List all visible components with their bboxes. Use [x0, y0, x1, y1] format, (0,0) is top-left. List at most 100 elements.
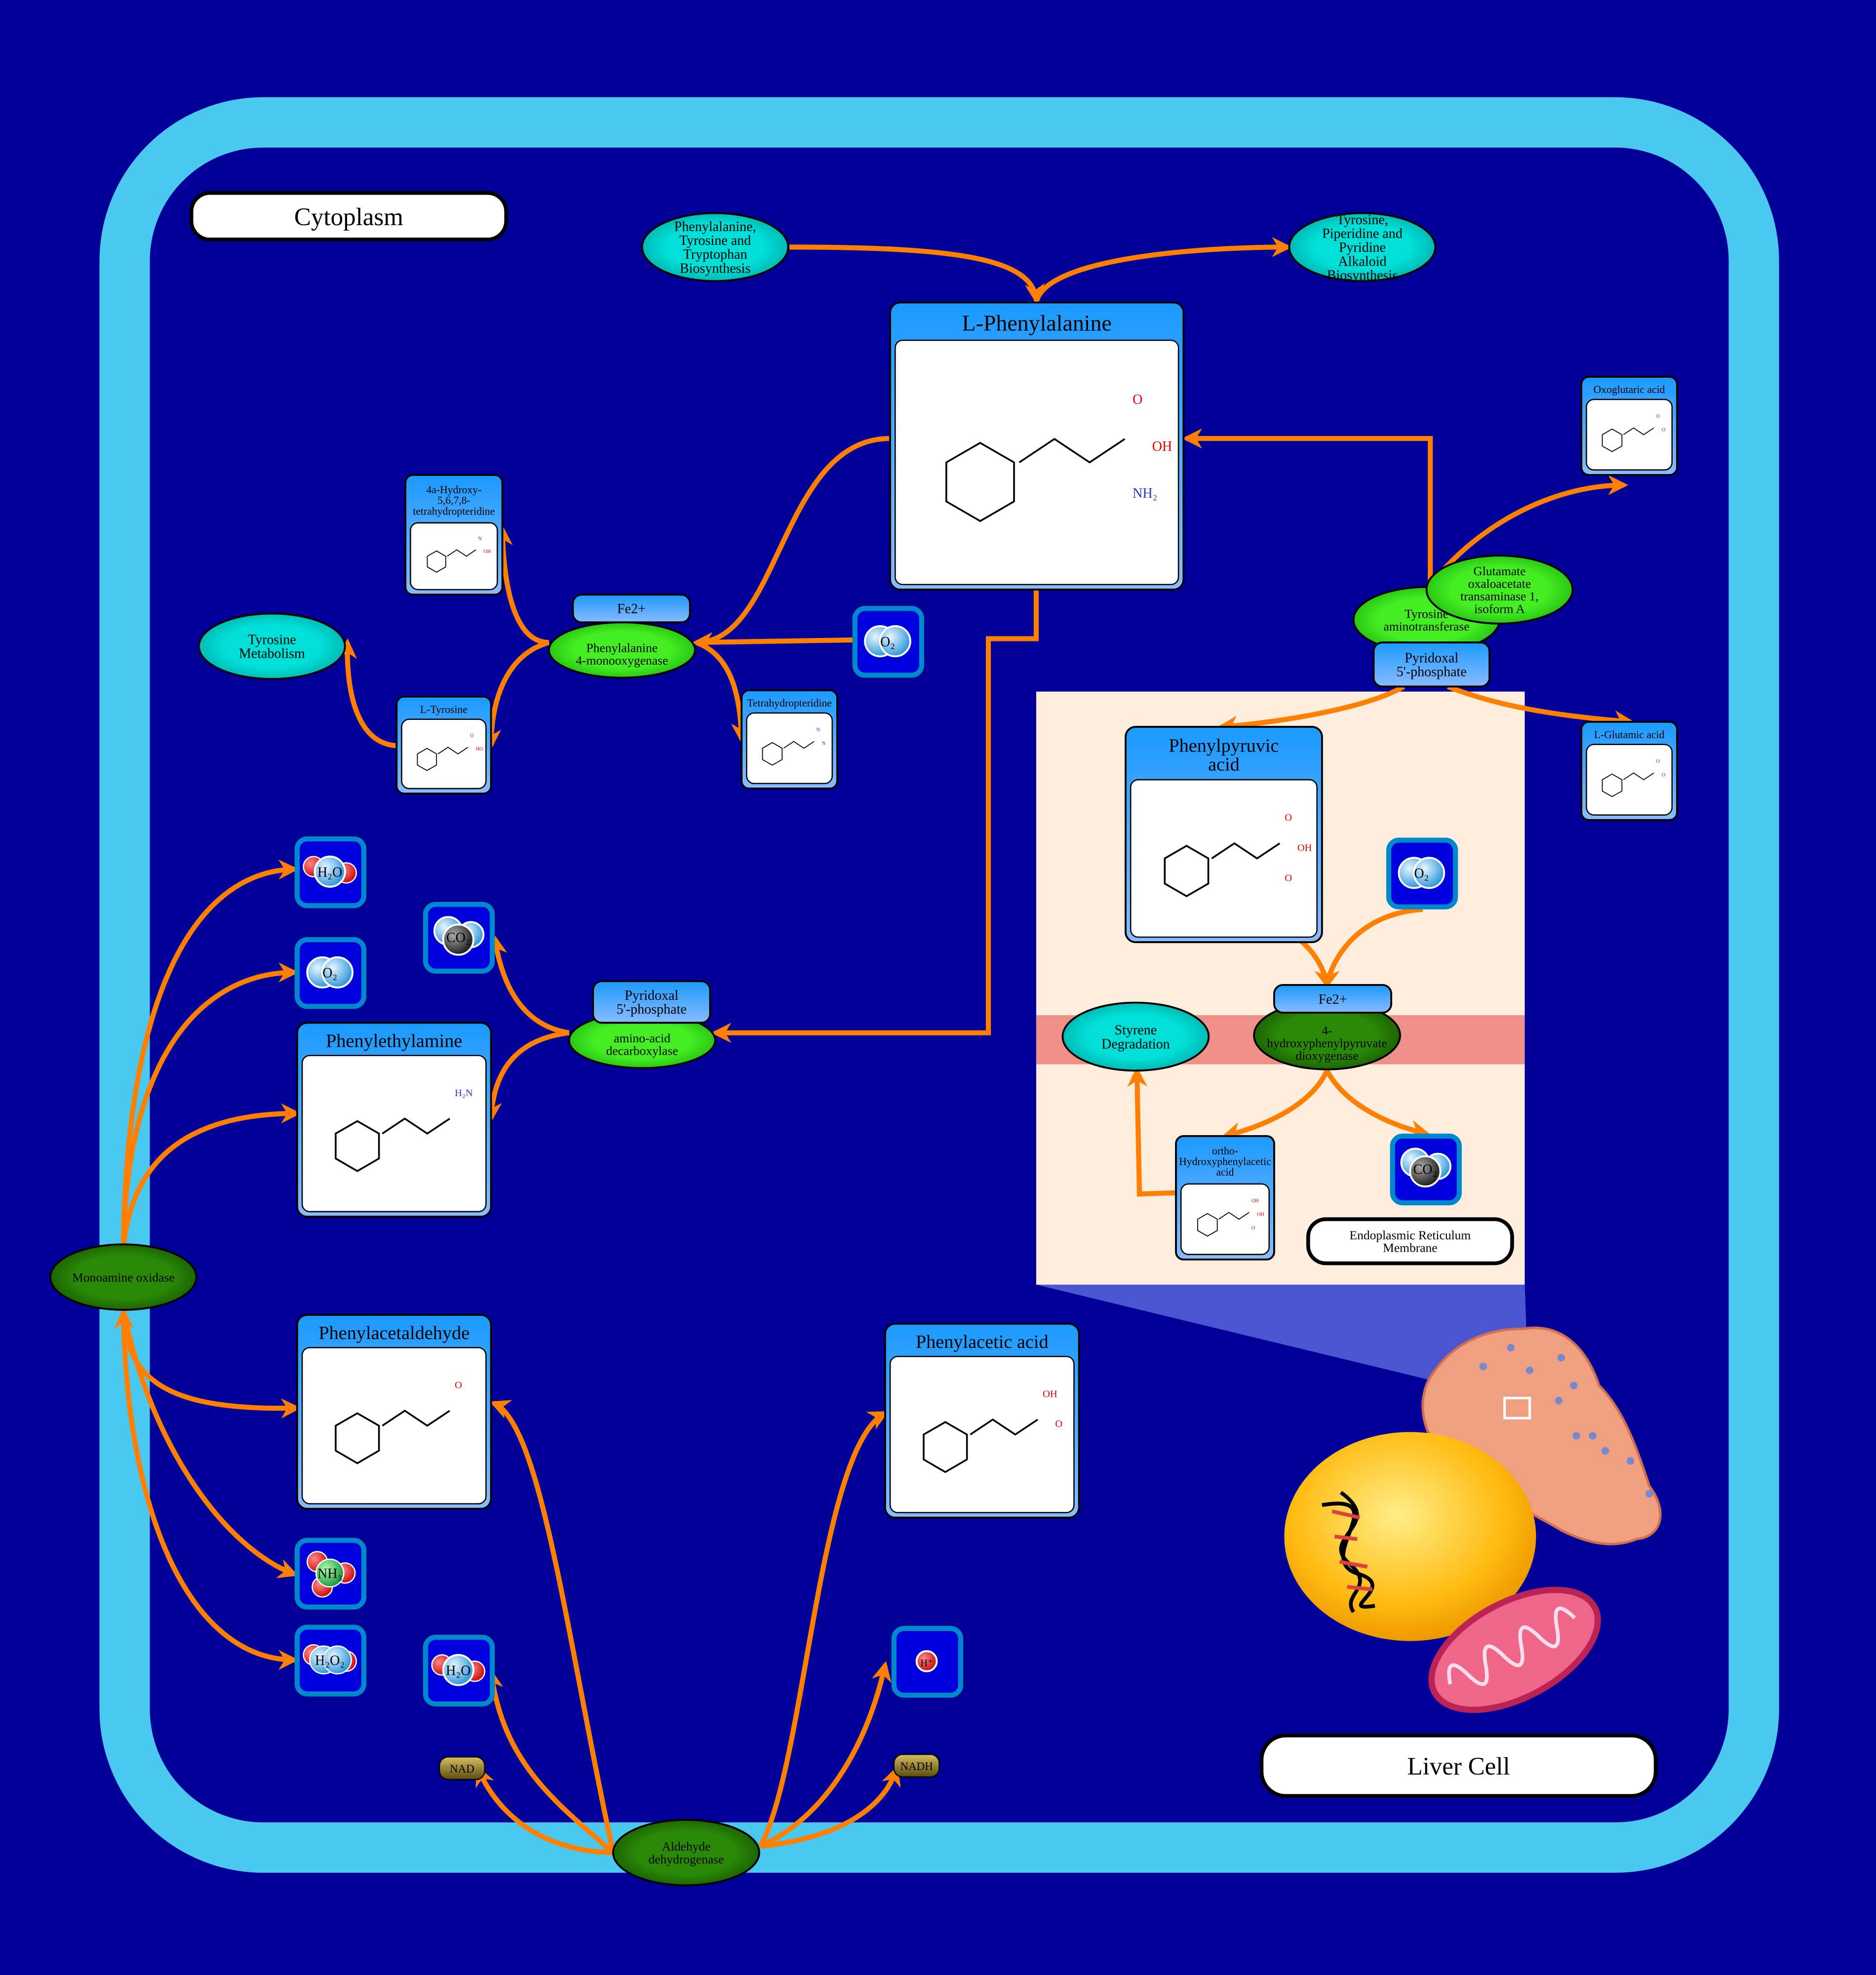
proton-icon[interactable]: H⁺ — [891, 1626, 964, 1698]
pathway-link[interactable]: Tyrosine,Piperidine andPyridineAlkaloidB… — [1288, 212, 1437, 283]
structure-drawing — [923, 1418, 1038, 1473]
atom-label: O — [1656, 759, 1660, 764]
enzyme-label: hydroxyphenylpyruvate — [1267, 1036, 1387, 1050]
oxygen-molecule-icon[interactable]: O₂ — [1386, 837, 1458, 909]
carbon-dioxide-molecule-icon[interactable]: CO₂ — [1390, 1133, 1462, 1206]
reaction-arrow — [337, 638, 397, 749]
enzyme-node[interactable]: Monoamine oxidase — [49, 1243, 197, 1311]
pathway-link[interactable]: Phenylalanine,Tyrosine andTryptophanBios… — [641, 212, 789, 282]
structure-drawing — [427, 549, 476, 573]
reaction-arrow — [1033, 237, 1292, 303]
atom-label: OH — [1152, 439, 1172, 454]
reaction-arrow — [1320, 907, 1423, 989]
compound-node[interactable]: 4a-Hydroxy-5,6,7,8-tetrahydropteridineNO… — [404, 474, 504, 596]
carrier-label: NAD — [450, 1763, 474, 1775]
pathway-label: Phenylalanine, — [674, 219, 756, 235]
compound-name: acid — [1216, 1166, 1234, 1178]
carbon-dioxide-molecule-icon[interactable]: CO₂ — [423, 902, 495, 974]
ammonia-molecule-icon[interactable]: NH₃ — [294, 1538, 367, 1610]
reaction-arrow — [1221, 1069, 1329, 1142]
compound-name: L-Glutamic acid — [1594, 729, 1665, 741]
carrier-label: NADH — [900, 1760, 933, 1773]
pathway-label: Biosynthesis — [680, 261, 750, 276]
water-molecule-icon[interactable]: H₂O — [294, 836, 367, 908]
reaction-arrow — [481, 1030, 570, 1123]
pathway-label: Biosynthesis — [1327, 268, 1398, 283]
atom-label: N — [822, 741, 826, 747]
carrier-node[interactable]: NADH — [893, 1753, 940, 1778]
atom-label: O — [1662, 772, 1665, 778]
structure-drawing — [1602, 772, 1654, 797]
atom-label: HO — [476, 747, 483, 752]
reaction-arrow — [120, 962, 299, 1247]
pathway-label: Alkaloid — [1338, 254, 1386, 269]
enzyme-label: Aldehyde — [662, 1839, 710, 1854]
molecule-formula: CO₂ — [446, 930, 470, 946]
atom-label: O — [1133, 392, 1142, 407]
enzyme-label: oxaloacetate — [1468, 576, 1531, 591]
atom-label: H₂N — [455, 1088, 473, 1099]
reaction-arrow — [120, 859, 299, 1247]
molecule-formula: O₂ — [1414, 866, 1429, 881]
reaction-arrow — [711, 579, 1039, 1043]
water-molecule-icon[interactable]: H₂O — [423, 1634, 495, 1707]
atom-label: OH — [1257, 1212, 1264, 1217]
reaction-arrow — [1217, 684, 1406, 736]
structure-drawing — [335, 1410, 450, 1464]
atom-label: OH — [1297, 842, 1312, 853]
cofactor-node[interactable]: Fe2+ — [1273, 984, 1393, 1014]
compound-name: Phenylpyruvic — [1169, 735, 1279, 756]
molecule-formula: CO₂ — [1413, 1162, 1438, 1177]
label-text: Endoplasmic Reticulum — [1350, 1228, 1471, 1242]
compound-name: Hydroxyphenylacetic — [1179, 1156, 1271, 1168]
zoom-callout — [1036, 1284, 1530, 1419]
cell-wall — [99, 97, 1779, 1873]
cytoplasm-label: Cytoplasm — [189, 191, 508, 241]
compound-name: Tetrahydropteridine — [747, 697, 832, 709]
structure-drawing — [1602, 427, 1654, 452]
reaction-arrow — [759, 1661, 892, 1849]
pathway-label: Tyrosine and — [679, 233, 751, 248]
reaction-arrow — [492, 525, 549, 645]
molecule-formula: H₂O — [446, 1663, 470, 1678]
hydrogen-peroxide-molecule-icon[interactable]: H₂O₂ — [294, 1624, 367, 1697]
enzyme-label: 4- — [1322, 1024, 1332, 1038]
enzyme-label: dioxygenase — [1295, 1049, 1358, 1063]
atom-label: NH₂ — [1133, 486, 1157, 501]
compound-name: L-Phenylalanine — [962, 310, 1112, 335]
pathway-label: Pyridine — [1339, 240, 1386, 255]
carrier-node[interactable]: NAD — [438, 1756, 486, 1780]
reaction-arrow — [692, 632, 853, 653]
oxygen-molecule-icon[interactable]: O₂ — [852, 606, 924, 678]
cofactor-node[interactable]: Fe2+ — [572, 593, 691, 624]
molecule-formula: O₂ — [880, 634, 895, 650]
pathway-label: Styrene — [1115, 1023, 1157, 1038]
oxygen-molecule-icon[interactable]: O₂ — [294, 937, 367, 1009]
atom-label: O — [1251, 1225, 1255, 1231]
compound-name: 5,6,7,8- — [437, 495, 470, 507]
structure-drawing — [1197, 1212, 1250, 1237]
label-text: Cytoplasm — [294, 203, 403, 231]
atom-label: O — [455, 1380, 462, 1391]
reaction-arrow — [760, 1766, 901, 1849]
label-text: Membrane — [1383, 1241, 1437, 1255]
cofactor-label: Pyridoxal — [625, 988, 678, 1003]
